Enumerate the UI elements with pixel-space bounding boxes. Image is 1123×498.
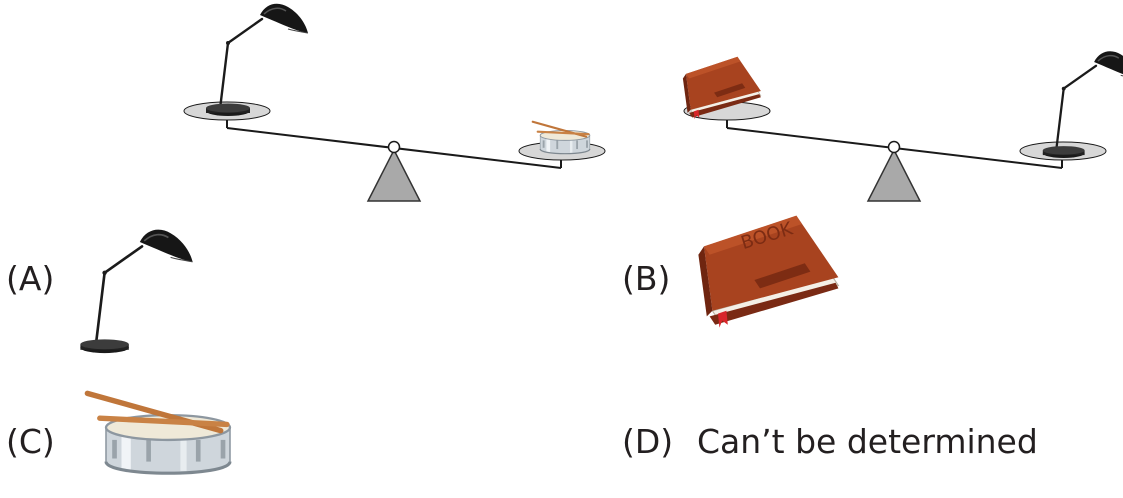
option-b-label[interactable]: (B) bbox=[622, 259, 671, 298]
option-d-text[interactable]: Can’t be determined bbox=[697, 422, 1038, 461]
fulcrum-2 bbox=[866, 148, 922, 202]
option-c-label[interactable]: (C) bbox=[6, 422, 55, 461]
option-a-label[interactable]: (A) bbox=[6, 259, 55, 298]
balance-scale-1 bbox=[183, 2, 606, 202]
pivot-2 bbox=[887, 140, 901, 154]
snare-drum-icon bbox=[531, 120, 591, 155]
option-a-desk-lamp-icon bbox=[79, 228, 194, 355]
fulcrum-1 bbox=[366, 148, 422, 202]
option-b-book-icon: BOOK bbox=[697, 214, 840, 329]
desk-lamp-icon bbox=[204, 2, 310, 118]
option-c-snare-drum-icon bbox=[87, 393, 230, 473]
option-d-label[interactable]: (D) bbox=[622, 422, 674, 461]
pivot-1 bbox=[387, 140, 401, 154]
balance-scale-2 bbox=[682, 50, 1123, 202]
